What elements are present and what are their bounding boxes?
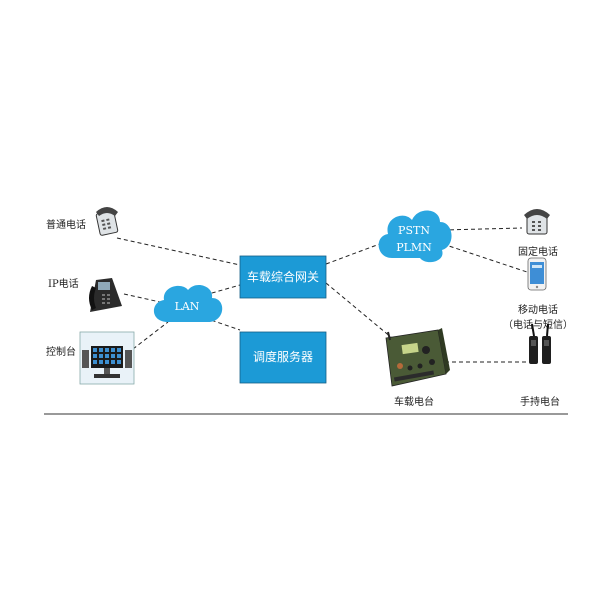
fixed-phone-label: 固定电话: [518, 245, 558, 258]
dispatch-server-node: 调度服务器: [239, 331, 327, 384]
connections: [116, 227, 528, 363]
link-pstn-mobile: [442, 243, 528, 273]
mobile-phone-sublabel: （电话与短信）: [503, 318, 573, 331]
link-pstn-fixed-phone: [442, 227, 523, 231]
ordinary-phone-label: 普通电话: [46, 218, 86, 231]
pstn-plmn-node: PSTN PLMN: [378, 210, 452, 263]
gateway-label: 车载综合网关: [247, 269, 319, 284]
ip-phone-node: IP电话: [48, 277, 122, 312]
console-node: 控制台: [46, 331, 135, 385]
link-gateway-pstn: [325, 241, 386, 265]
link-lan-gateway: [204, 284, 241, 296]
link-lan-dispatch: [204, 317, 241, 331]
gateway-box: [239, 255, 327, 299]
cloud-icon: [153, 284, 223, 322]
handheld-radio-node: 手持电台: [520, 323, 560, 408]
dispatch-server-box: [239, 331, 327, 384]
desk-phone-icon: [524, 209, 550, 235]
smartphone-icon: [527, 257, 547, 291]
desk-phone-icon: [95, 207, 119, 236]
console-monitor-icon: [79, 331, 135, 385]
mobile-phone-node: 移动电话 （电话与短信）: [503, 257, 573, 331]
vehicle-radio-icon: [385, 328, 450, 387]
ordinary-phone-node: 普通电话: [46, 207, 119, 236]
lan-label: LAN: [175, 300, 200, 313]
ip-phone-label: IP电话: [48, 277, 79, 290]
plmn-label: PLMN: [396, 241, 432, 254]
ip-phone-icon: [89, 278, 122, 312]
link-console-lan: [132, 321, 169, 350]
gateway-node: 车载综合网关: [239, 255, 327, 299]
pstn-label: PSTN: [398, 224, 430, 237]
vehicle-radio-label: 车载电台: [394, 395, 434, 408]
cloud-icon: [378, 210, 452, 263]
console-label: 控制台: [46, 345, 76, 358]
vehicle-radio-node: 车载电台: [385, 328, 450, 408]
handheld-radio-label: 手持电台: [520, 395, 560, 408]
lan-node: LAN: [153, 284, 223, 322]
dispatch-server-label: 调度服务器: [253, 349, 313, 364]
fixed-phone-node: 固定电话: [518, 209, 558, 258]
link-ip-phone-lan: [123, 293, 161, 303]
link-gateway-radio: [325, 282, 393, 339]
link-ordinary-phone-gateway: [116, 237, 241, 266]
walkie-talkie-icon: [529, 323, 551, 364]
mobile-phone-label: 移动电话: [518, 303, 558, 316]
